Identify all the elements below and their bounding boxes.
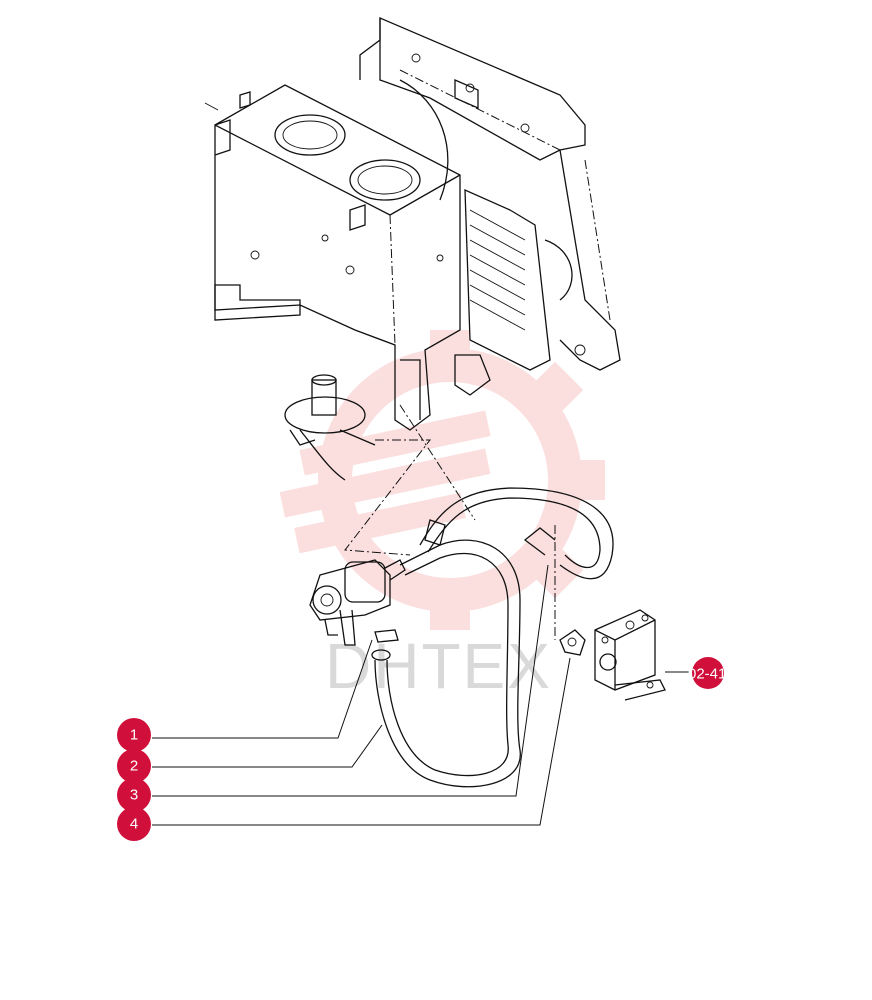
assembly-line-suction: [344, 439, 432, 556]
leader-line-2: [152, 724, 383, 768]
hydraulic-tank: [204, 84, 491, 431]
leader-line-1: [152, 639, 373, 739]
leader-line-4: [152, 657, 571, 826]
reference-callout[interactable]: 02-41: [688, 657, 726, 689]
leader-line-3: [152, 564, 549, 797]
reference-label: 02-41: [688, 666, 726, 683]
hose-clamp: [374, 629, 399, 643]
suction-flange: [284, 374, 376, 481]
radiator-frame: [359, 17, 621, 371]
hydraulic-pump: [309, 559, 406, 646]
callout-4-label: 4: [130, 816, 138, 833]
callout-1[interactable]: 1: [117, 718, 151, 752]
watermark-gear-icon: [279, 330, 605, 630]
hose-suction: [371, 539, 521, 788]
callout-2-label: 2: [130, 758, 138, 775]
assembly-line-tank: [399, 404, 476, 521]
control-valve: [594, 609, 666, 701]
callout-3[interactable]: 3: [117, 778, 151, 812]
callout-2[interactable]: 2: [117, 749, 151, 783]
callout-4[interactable]: 4: [117, 807, 151, 841]
elbow-fitting: [559, 629, 586, 656]
callout-3-label: 3: [130, 787, 138, 804]
callout-1-label: 1: [130, 727, 138, 744]
